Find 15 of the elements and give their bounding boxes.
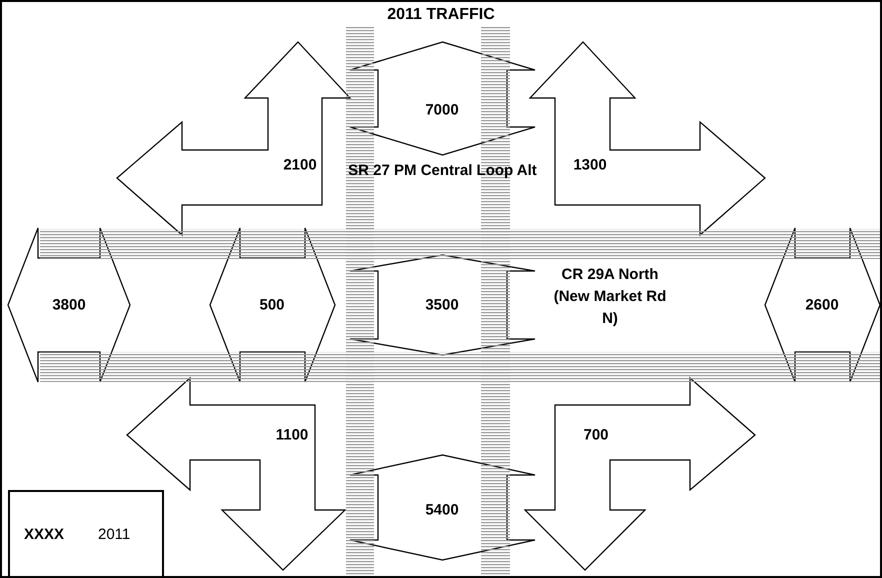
road-name: CR 29A North (New Market Rd N): [552, 265, 668, 328]
traffic-count: 3500: [425, 298, 459, 312]
traffic-count: 2100: [283, 158, 317, 172]
traffic-count: 3800: [52, 298, 86, 312]
year-text: 2011: [98, 525, 130, 545]
road-name: SR 27 PM Central Loop Alt: [347, 161, 538, 181]
traffic-count: 1100: [276, 428, 308, 442]
traffic-count: 700: [583, 428, 609, 442]
traffic-count: 7000: [425, 102, 459, 118]
traffic-count: 500: [259, 298, 285, 312]
traffic-count: 1300: [573, 158, 607, 172]
traffic-count: 2600: [805, 298, 839, 312]
placeholder-text: XXXX: [24, 525, 64, 545]
diagram-title: 2011 TRAFFIC: [386, 5, 496, 24]
traffic-count: 5400: [425, 502, 459, 518]
